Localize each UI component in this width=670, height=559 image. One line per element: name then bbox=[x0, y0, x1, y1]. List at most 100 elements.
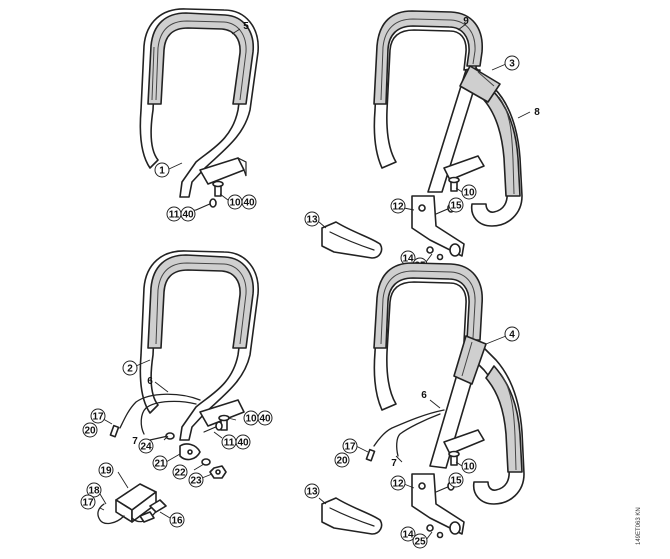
svg-text:18: 18 bbox=[88, 486, 100, 497]
svg-text:17: 17 bbox=[82, 498, 94, 509]
svg-text:10: 10 bbox=[463, 462, 475, 473]
grip-3 bbox=[459, 65, 501, 103]
svg-text:12: 12 bbox=[392, 202, 404, 213]
svg-text:6: 6 bbox=[421, 390, 427, 401]
callout-20-br: 20 bbox=[334, 452, 350, 468]
callout-12-br: 12 bbox=[390, 475, 406, 491]
callout-21: 21 bbox=[152, 455, 168, 471]
figure-top-left: 1 5 10 40 11 40 bbox=[139, 8, 259, 222]
svg-text:25: 25 bbox=[414, 537, 426, 548]
guard-13-br bbox=[321, 497, 383, 535]
callout-9: 9 bbox=[463, 16, 469, 27]
sleeve-4 bbox=[453, 335, 487, 385]
callout-11: 11 bbox=[166, 206, 182, 222]
svg-text:8: 8 bbox=[534, 107, 540, 118]
callout-1: 1 bbox=[154, 162, 170, 178]
svg-text:17: 17 bbox=[344, 442, 356, 453]
callout-5: 5 bbox=[243, 21, 249, 32]
svg-text:9: 9 bbox=[463, 16, 469, 27]
switch-21 bbox=[179, 443, 201, 461]
callout-25-br: 25 bbox=[412, 533, 428, 549]
svg-text:10: 10 bbox=[229, 198, 241, 209]
svg-text:20: 20 bbox=[84, 426, 96, 437]
callout-10-br: 10 bbox=[461, 458, 477, 474]
callout-17-br: 17 bbox=[342, 438, 358, 454]
svg-text:15: 15 bbox=[450, 476, 462, 487]
svg-text:11: 11 bbox=[224, 438, 235, 449]
svg-text:40: 40 bbox=[259, 414, 271, 425]
callout-40b-bl: 40 bbox=[235, 434, 251, 450]
bracket-bottom-left bbox=[199, 399, 245, 427]
svg-text:5: 5 bbox=[243, 21, 249, 32]
svg-text:6: 6 bbox=[147, 376, 153, 387]
svg-text:21: 21 bbox=[154, 459, 166, 470]
bracket-12-br bbox=[411, 473, 465, 535]
washer-22 bbox=[201, 458, 211, 466]
svg-text:14: 14 bbox=[402, 530, 414, 541]
callout-3: 3 bbox=[504, 55, 520, 71]
callout-40-bl: 40 bbox=[257, 410, 273, 426]
svg-text:16: 16 bbox=[171, 516, 183, 527]
svg-text:2: 2 bbox=[127, 364, 133, 375]
svg-text:19: 19 bbox=[100, 466, 112, 477]
callout-14-br: 14 bbox=[400, 526, 416, 542]
heating-wire-6 bbox=[119, 393, 201, 429]
svg-text:1: 1 bbox=[159, 166, 165, 177]
callout-6-br: 6 bbox=[421, 390, 427, 401]
grip-5 bbox=[147, 12, 254, 105]
callout-7-bl: 7 bbox=[132, 436, 138, 447]
figure-bottom-left: 2 6 17 20 7 24 10 40 11 40 21 22 23 19 1… bbox=[80, 250, 273, 528]
svg-text:40: 40 bbox=[243, 198, 255, 209]
svg-text:11: 11 bbox=[169, 210, 180, 221]
callout-15: 15 bbox=[448, 197, 464, 213]
svg-text:12: 12 bbox=[392, 479, 404, 490]
bolt-11-bl bbox=[203, 421, 223, 433]
bracket-top-right bbox=[443, 155, 485, 181]
svg-text:10: 10 bbox=[245, 414, 257, 425]
svg-text:23: 23 bbox=[190, 476, 202, 487]
switch-24 bbox=[149, 432, 175, 441]
grip-9 bbox=[373, 10, 483, 105]
callout-24: 24 bbox=[138, 438, 154, 454]
svg-text:17: 17 bbox=[92, 412, 104, 423]
callout-2: 2 bbox=[122, 360, 138, 376]
callout-10-tr: 10 bbox=[461, 184, 477, 200]
callout-14: 14 bbox=[400, 250, 416, 266]
bracket-12 bbox=[411, 195, 465, 257]
svg-text:4: 4 bbox=[509, 330, 515, 341]
pin-20-br bbox=[365, 448, 376, 462]
svg-text:3: 3 bbox=[509, 59, 515, 70]
callout-4: 4 bbox=[504, 326, 520, 342]
svg-text:13: 13 bbox=[306, 215, 318, 226]
svg-text:40: 40 bbox=[237, 438, 249, 449]
callout-13: 13 bbox=[304, 211, 320, 227]
document-number: 149ET063 KN bbox=[636, 507, 642, 545]
grip-2 bbox=[147, 254, 254, 349]
nut-14 bbox=[426, 246, 444, 261]
svg-text:40: 40 bbox=[182, 210, 194, 221]
callout-11-bl: 11 bbox=[221, 434, 237, 450]
callout-19: 19 bbox=[98, 462, 114, 478]
figure-top-right: 9 3 8 10 15 12 13 14 25 bbox=[304, 10, 540, 273]
heating-wire-6-br bbox=[373, 409, 445, 447]
svg-text:7: 7 bbox=[132, 436, 138, 447]
callout-10-bl: 10 bbox=[243, 410, 259, 426]
callout-7-br: 7 bbox=[391, 458, 397, 469]
nut-23 bbox=[209, 465, 227, 479]
nut-14-br bbox=[426, 524, 444, 539]
callout-17-bl: 17 bbox=[90, 408, 106, 424]
callout-20-bl: 20 bbox=[82, 422, 98, 438]
grip-8 bbox=[483, 89, 521, 197]
bracket-bottom-right bbox=[443, 429, 485, 455]
callout-6-bl: 6 bbox=[147, 376, 153, 387]
callout-16: 16 bbox=[169, 512, 185, 528]
callout-13-br: 13 bbox=[304, 483, 320, 499]
callout-8: 8 bbox=[534, 107, 540, 118]
svg-text:13: 13 bbox=[306, 487, 318, 498]
guard-13 bbox=[321, 221, 383, 259]
bolt-10-tr bbox=[448, 176, 460, 192]
svg-text:7: 7 bbox=[391, 458, 397, 469]
svg-text:22: 22 bbox=[174, 468, 186, 479]
svg-text:20: 20 bbox=[336, 456, 348, 467]
